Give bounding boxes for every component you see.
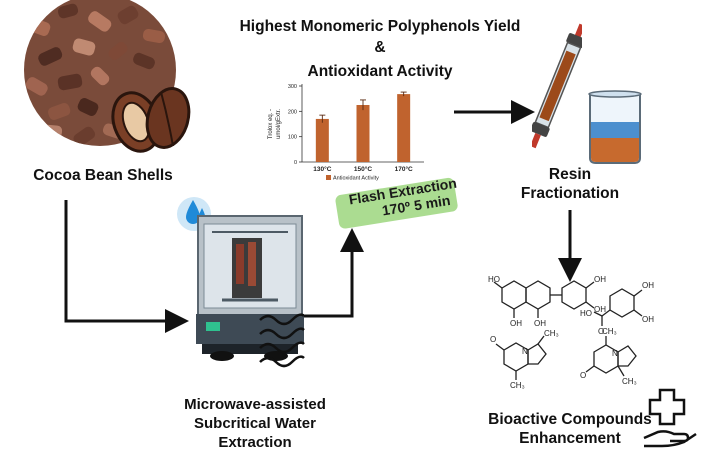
x-tick-label-0: 130°C (313, 165, 331, 173)
extraction-label-1: Microwave-assisted (184, 396, 326, 413)
resin-column-image (532, 23, 582, 149)
title-line-3: Antioxidant Activity (307, 63, 453, 80)
legend-label: Antioxidant Activity (333, 176, 379, 182)
title-line-1: Highest Monomeric Polyphenols Yield (239, 18, 521, 35)
bar-1 (356, 105, 370, 162)
bioactive-label-1: Bioactive Compounds (488, 411, 652, 428)
beaker-image (588, 90, 642, 164)
y-axis-label-1: Trolox eq. - (268, 109, 274, 139)
extraction-label-2: Subcritical Water (194, 415, 316, 432)
hand-plus-icon (643, 388, 697, 448)
svg-text:OH: OH (534, 319, 546, 328)
svg-text:OH: OH (642, 281, 654, 290)
resin-label-2: Fractionation (520, 185, 620, 202)
cocoa-bean-shells-label: Cocoa Bean Shells (33, 167, 173, 184)
x-tick-label-1: 150°C (354, 165, 372, 173)
chemical-structures-image: HO OH OH OH OH OH OH HO O N CH₃ O CH₃ CH… (488, 275, 654, 390)
y-tick-label: 200 (288, 109, 297, 115)
bar-0 (315, 118, 329, 162)
y-tick-label: 100 (288, 135, 297, 141)
svg-text:OH: OH (642, 315, 654, 324)
svg-text:CH₃: CH₃ (510, 381, 525, 390)
arrow-shells-to-extraction (64, 200, 189, 333)
svg-text:HO: HO (488, 275, 500, 284)
svg-text:N: N (522, 347, 528, 356)
svg-text:OH: OH (510, 319, 522, 328)
y-tick-label: 0 (294, 160, 297, 166)
svg-text:CH₃: CH₃ (544, 329, 559, 338)
extraction-label-3: Extraction (218, 434, 292, 451)
legend-swatch (326, 175, 331, 180)
svg-text:CH₃: CH₃ (622, 377, 637, 386)
svg-text:O: O (490, 335, 496, 344)
svg-text:O: O (598, 327, 604, 336)
cocoa-bean-shells-image (24, 0, 191, 153)
resin-label-1: Resin (548, 166, 592, 183)
y-tick-label: 300 (288, 84, 297, 90)
bar-2 (397, 94, 411, 162)
svg-text:OH: OH (594, 305, 606, 314)
svg-text:HO: HO (580, 309, 592, 318)
arrow-extraction-to-chart (300, 228, 364, 318)
svg-text:CH₃: CH₃ (602, 327, 617, 336)
title-line-2: & (374, 39, 386, 56)
y-axis-label-2: umol/gExtr. (276, 109, 282, 139)
x-tick-label-2: 170°C (395, 165, 413, 173)
svg-text:O: O (580, 371, 586, 380)
svg-text:N: N (612, 349, 618, 358)
svg-text:OH: OH (594, 275, 606, 284)
bioactive-label-2: Enhancement (519, 430, 621, 447)
microwave-waves-icon (259, 313, 305, 368)
microwave-reactor-image (196, 215, 304, 361)
